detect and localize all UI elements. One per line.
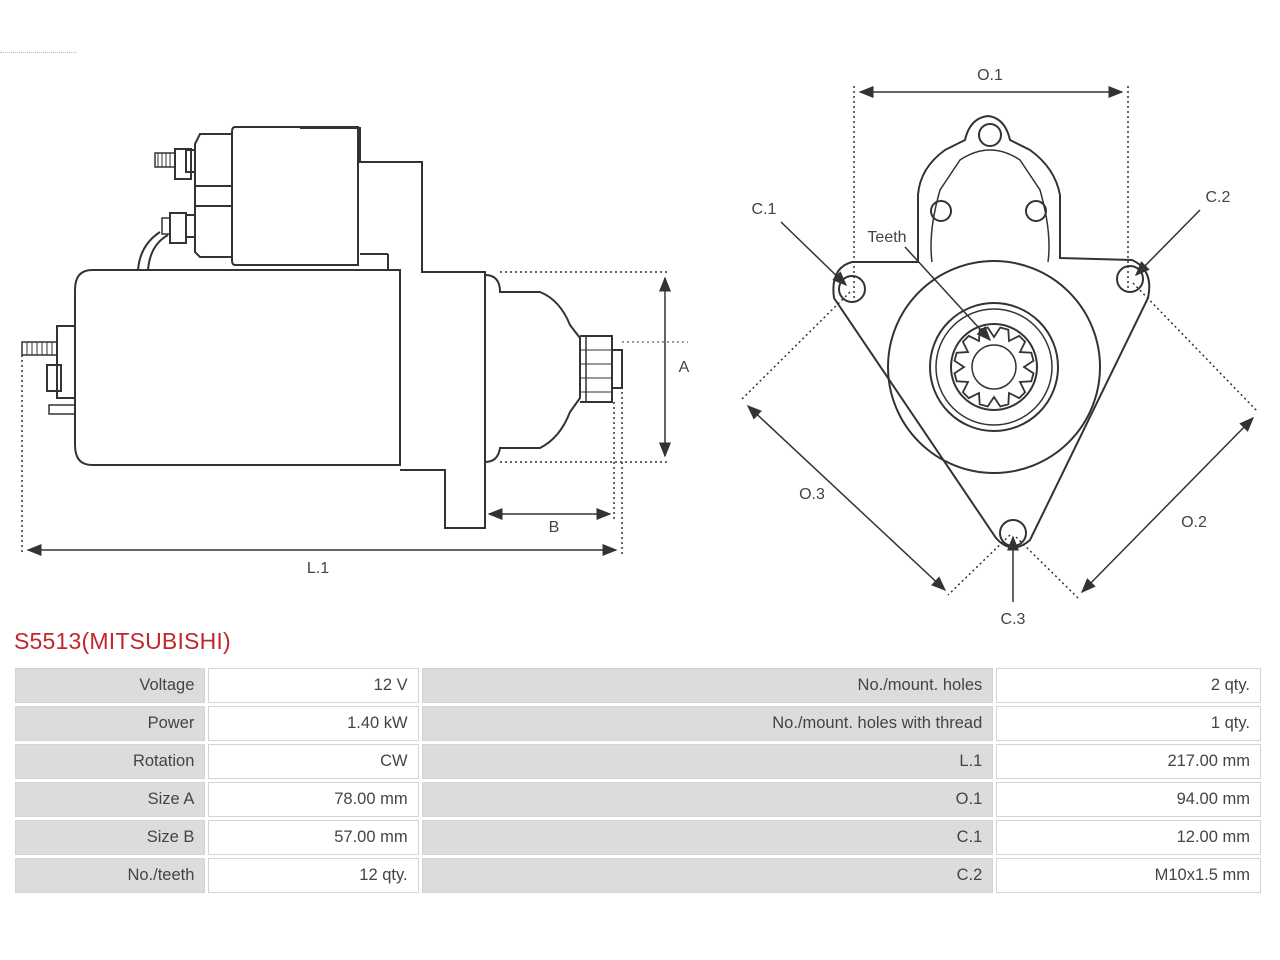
spec-label: No./mount. holes with thread [421,706,994,741]
spec-label: Size B [15,820,206,855]
starter-technical-drawing: A B L.1 O.1 O.2 O.3 C.1 C.2 C.3 Teeth [21,67,1259,628]
spec-label: Rotation [15,744,206,779]
front-dimensions [740,86,1259,602]
spec-label: O.1 [421,782,994,817]
spec-label: No./teeth [15,858,206,893]
spec-label: No./mount. holes [421,668,994,703]
spec-value: 12.00 mm [996,820,1261,855]
spec-label: Voltage [15,668,206,703]
spec-value: 12 qty. [208,858,419,893]
spec-label: Size A [15,782,206,817]
spec-value: 12 V [208,668,419,703]
dim-label-a: A [679,359,690,376]
top-decorative-line [0,52,76,53]
dim-label-o3: O.3 [799,486,825,503]
drive-housing [300,127,486,529]
dim-label-c2: C.2 [1206,189,1231,206]
mounting-flange [832,114,1151,549]
spec-label: C.2 [421,858,994,893]
pinion-teeth [953,326,1035,408]
front-view [832,114,1151,549]
part-title: S5513(MITSUBISHI) [14,628,231,654]
dim-label-c3: C.3 [1001,611,1026,628]
spec-value: 78.00 mm [208,782,419,817]
spec-value: 57.00 mm [208,820,419,855]
dim-label-c1: C.1 [752,201,777,218]
nose-cone [484,274,581,463]
dim-label-l1: L.1 [307,560,329,577]
pinion-teeth-outline [953,326,1035,408]
side-view [21,126,623,529]
spec-value: 94.00 mm [996,782,1261,817]
spec-value: 2 qty. [996,668,1261,703]
spec-label: C.1 [421,820,994,855]
spec-label: Power [15,706,206,741]
solenoid [231,126,359,266]
dim-label-b: B [549,519,560,536]
spec-value: 1.40 kW [208,706,419,741]
dim-label-o1: O.1 [977,67,1003,84]
dim-label-o2: O.2 [1181,514,1207,531]
side-dimensions [21,271,688,556]
spec-label: L.1 [421,744,994,779]
teeth-label: Teeth [867,229,906,246]
spec-value: CW [208,744,419,779]
spec-value: M10x1.5 mm [996,858,1261,893]
spec-value: 1 qty. [996,706,1261,741]
spec-value: 217.00 mm [996,744,1261,779]
motor-body [74,269,401,466]
